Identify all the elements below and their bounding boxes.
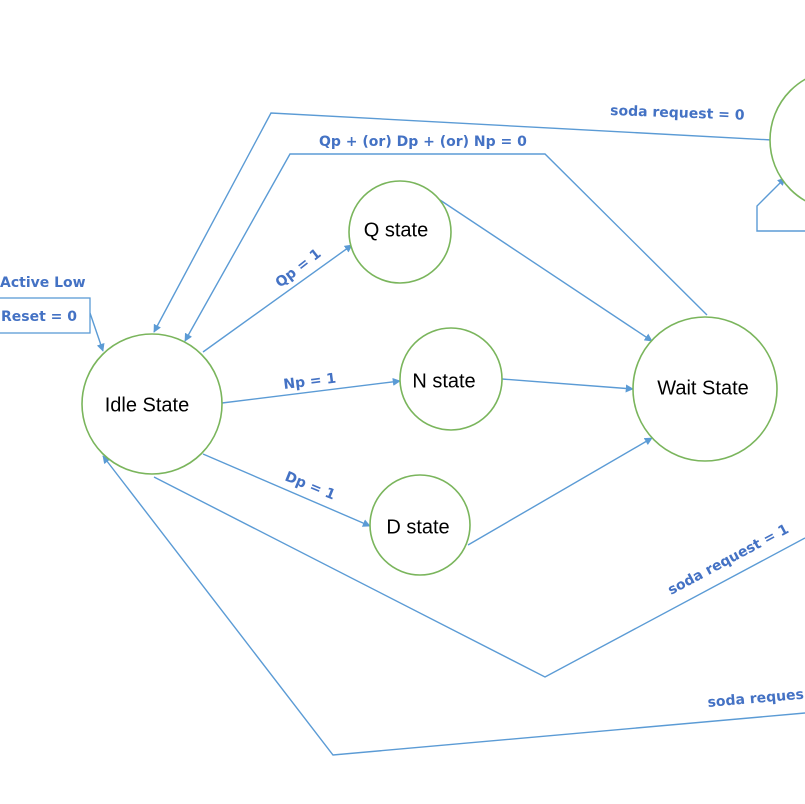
edge-n-to-wait xyxy=(501,378,634,393)
edge-idle-to-q xyxy=(202,244,353,353)
node-n-label: N state xyxy=(412,370,475,392)
node-wait-label: Wait State xyxy=(657,377,749,399)
edge-wait-to-idle-coins-zero xyxy=(184,153,708,342)
edge-d-to-wait xyxy=(467,437,653,546)
label-qp: Qp = 1 xyxy=(273,246,325,291)
node-d-label: D state xyxy=(386,516,449,538)
node-partial-state xyxy=(769,78,805,202)
edge-reset-to-idle xyxy=(89,312,105,352)
label-np: Np = 1 xyxy=(283,371,338,393)
node-q-state: Q state xyxy=(348,180,452,284)
node-n-state: N state xyxy=(399,327,503,431)
label-soda-zero: soda request = 0 xyxy=(610,103,745,124)
node-q-label: Q state xyxy=(364,219,428,241)
edge-soda-zero-to-idle xyxy=(153,112,773,333)
label-soda-partial: soda reques xyxy=(707,687,805,711)
edge-soda-partial-to-idle xyxy=(102,455,805,756)
node-d-state: D state xyxy=(369,474,471,576)
active-low-label: Active Low xyxy=(0,275,86,291)
edge-idle-to-d xyxy=(202,453,371,527)
label-coins-zero: Qp + (or) Dp + (or) Np = 0 xyxy=(319,134,527,150)
edge-q-to-wait xyxy=(439,199,653,342)
node-idle-label: Idle State xyxy=(105,394,190,416)
edge-idle-to-n xyxy=(221,377,401,404)
edge-self-loop xyxy=(756,177,805,232)
edge-soda-one-to-idle xyxy=(153,476,805,678)
node-idle-state: Idle State xyxy=(81,333,223,475)
reset-input: Reset = 0 xyxy=(0,297,91,334)
reset-label: Reset = 0 xyxy=(1,309,77,325)
label-dp: Dp = 1 xyxy=(283,469,338,504)
label-soda-one: soda request = 1 xyxy=(665,521,791,598)
node-wait-state: Wait State xyxy=(632,316,778,462)
